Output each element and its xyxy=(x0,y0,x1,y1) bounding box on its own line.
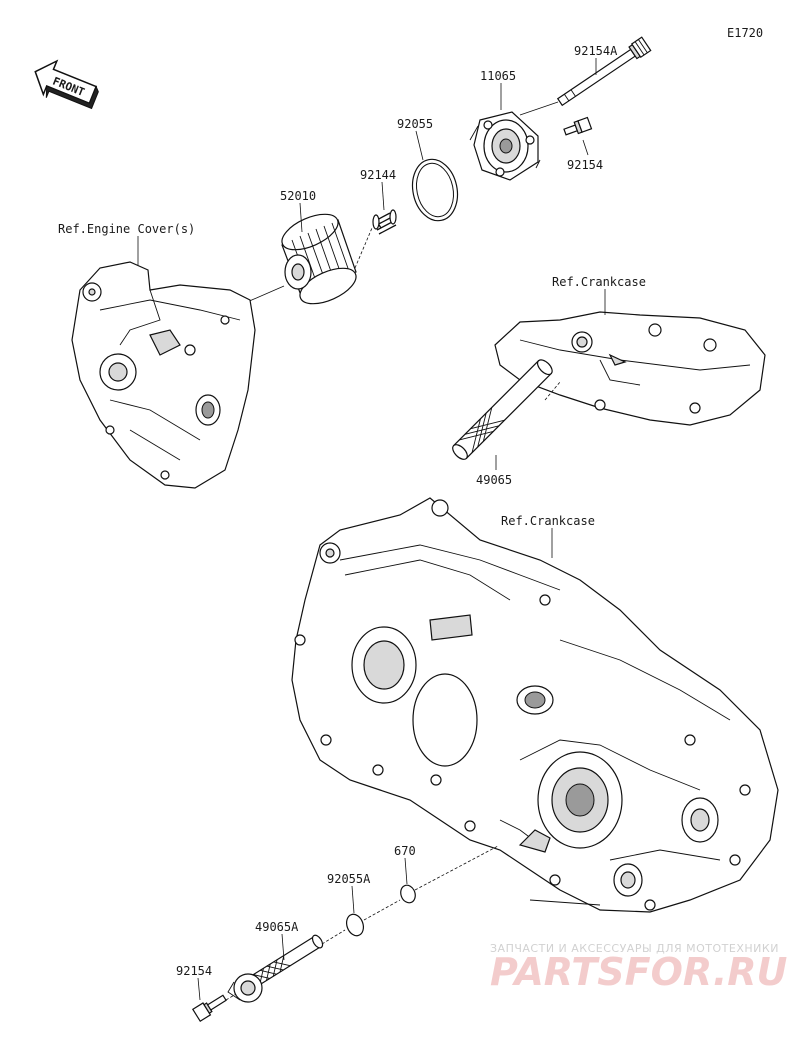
label-92144: 92144 xyxy=(360,168,396,182)
o-ring-92055 xyxy=(411,158,459,222)
o-ring-670 xyxy=(400,884,416,904)
o-ring-92055A xyxy=(345,913,365,937)
label-92055A: 92055A xyxy=(327,872,371,886)
filter-cover-11065 xyxy=(469,111,541,181)
label-92154-top: 92154 xyxy=(567,158,603,172)
label-49065: 49065 xyxy=(476,473,512,487)
label-11065: 11065 xyxy=(480,69,516,83)
label-ref-engine-cover: Ref.Engine Cover(s) xyxy=(58,222,195,236)
bolt-92154-bottom xyxy=(191,994,227,1023)
label-52010: 52010 xyxy=(280,189,316,203)
watermark-brand: PARTSFOR.RU xyxy=(490,950,788,994)
leader-92055 xyxy=(415,130,424,161)
main-crankcase xyxy=(291,497,779,913)
oil-strainer-49065 xyxy=(452,359,553,460)
leader-92144 xyxy=(381,181,385,211)
leader-670 xyxy=(404,857,408,885)
oil-filter-52010 xyxy=(281,213,357,305)
bolt-92154A xyxy=(556,36,652,107)
engine-cover xyxy=(71,261,256,489)
leader-92154-bottom xyxy=(197,977,201,1001)
watermark: ЗАПЧАСТИ И АКСЕССУАРЫ ДЛЯ МОТОТЕХНИКИ PA… xyxy=(490,942,788,994)
watermark-subtitle: ЗАПЧАСТИ И АКСЕССУАРЫ ДЛЯ МОТОТЕХНИКИ xyxy=(490,942,779,955)
front-arrow-icon: FRONT xyxy=(34,59,99,110)
diagram-code: E1720 xyxy=(727,26,763,40)
leader-52010 xyxy=(299,202,303,233)
crankcase-fragment-upper xyxy=(494,311,766,426)
leader-92154-top xyxy=(582,139,589,156)
bolt-92154-top xyxy=(563,116,593,136)
leader-92055A xyxy=(351,885,355,914)
leader-49065A xyxy=(281,933,285,961)
label-670: 670 xyxy=(394,844,416,858)
spring-92144 xyxy=(372,209,397,235)
label-ref-crankcase-upper: Ref.Crankcase xyxy=(552,275,646,289)
oil-strainer-49065A xyxy=(227,934,324,1003)
label-92055: 92055 xyxy=(397,117,433,131)
label-92154A: 92154A xyxy=(574,44,618,58)
label-92154-bottom: 92154 xyxy=(176,964,212,978)
label-ref-crankcase-main: Ref.Crankcase xyxy=(501,514,595,528)
label-49065A: 49065A xyxy=(255,920,299,934)
